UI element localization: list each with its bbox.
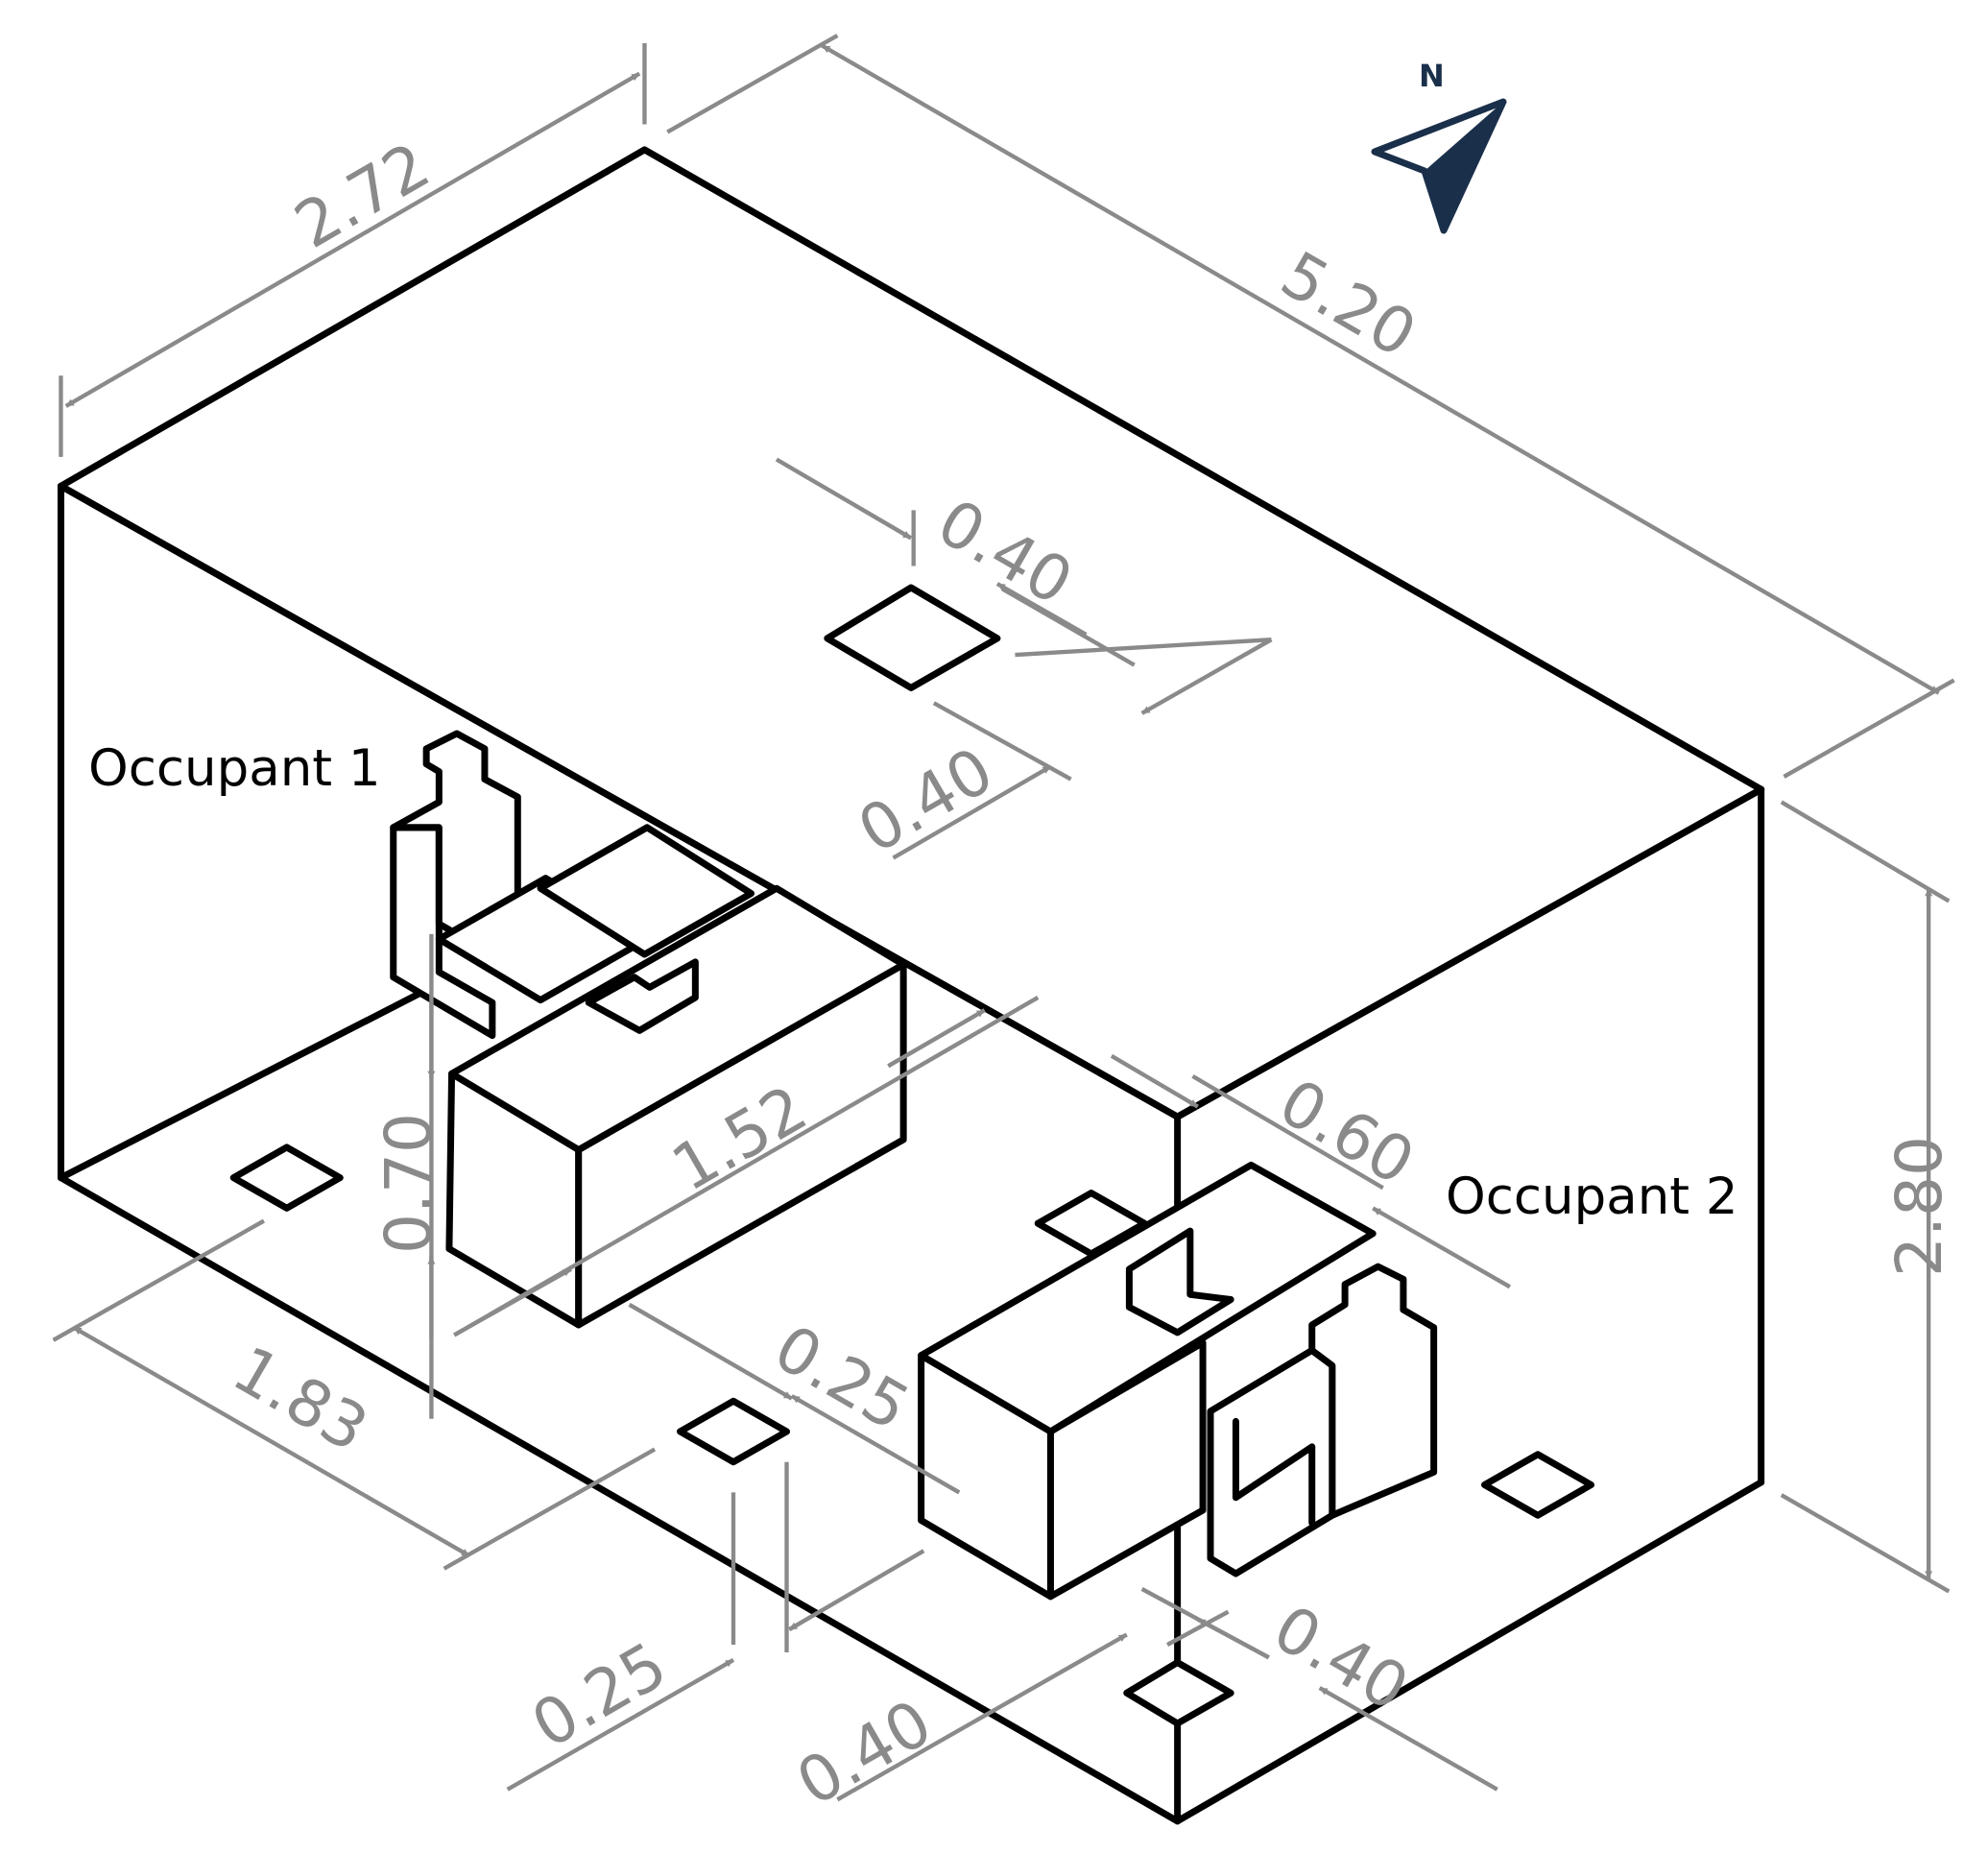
occupant-1-label: Occupant 1	[88, 739, 381, 798]
label-floor-vent-depth: 0.40	[1261, 1591, 1421, 1725]
floor-vent-2	[676, 1397, 791, 1466]
desk-1	[445, 884, 907, 1329]
north-arrow-icon: N	[1371, 58, 1507, 234]
north-label: N	[1419, 58, 1445, 94]
label-desk-height: 0.70	[371, 1113, 445, 1254]
room-box	[52, 34, 1955, 1825]
label-desk-offset: 1.83	[221, 1332, 380, 1466]
occupant-2-label: Occupant 2	[1446, 1168, 1738, 1226]
ceiling-vent	[824, 584, 1001, 691]
label-ceiling-vent-depth: 0.40	[847, 734, 1006, 868]
floor-vent-4	[1123, 1659, 1234, 1727]
label-room-width: 2.72	[283, 129, 443, 263]
label-room-height: 2.80	[1882, 1136, 1956, 1277]
occupant-labels: Occupant 1 Occupant 2	[88, 739, 1738, 1226]
chair-1	[390, 730, 755, 1040]
desk-2	[918, 1161, 1377, 1601]
floor-vent-1	[229, 1144, 344, 1212]
dimension-lines	[52, 34, 1955, 1802]
label-floor-vent-width: 0.25	[520, 1628, 680, 1763]
label-floor-vent-side: 0.40	[785, 1686, 945, 1820]
label-ceiling-vent-width: 0.40	[925, 485, 1085, 619]
chair-2	[1207, 1263, 1438, 1577]
floor-vent-5	[1481, 1451, 1595, 1519]
label-desk2-depth: 0.60	[1267, 1065, 1426, 1199]
